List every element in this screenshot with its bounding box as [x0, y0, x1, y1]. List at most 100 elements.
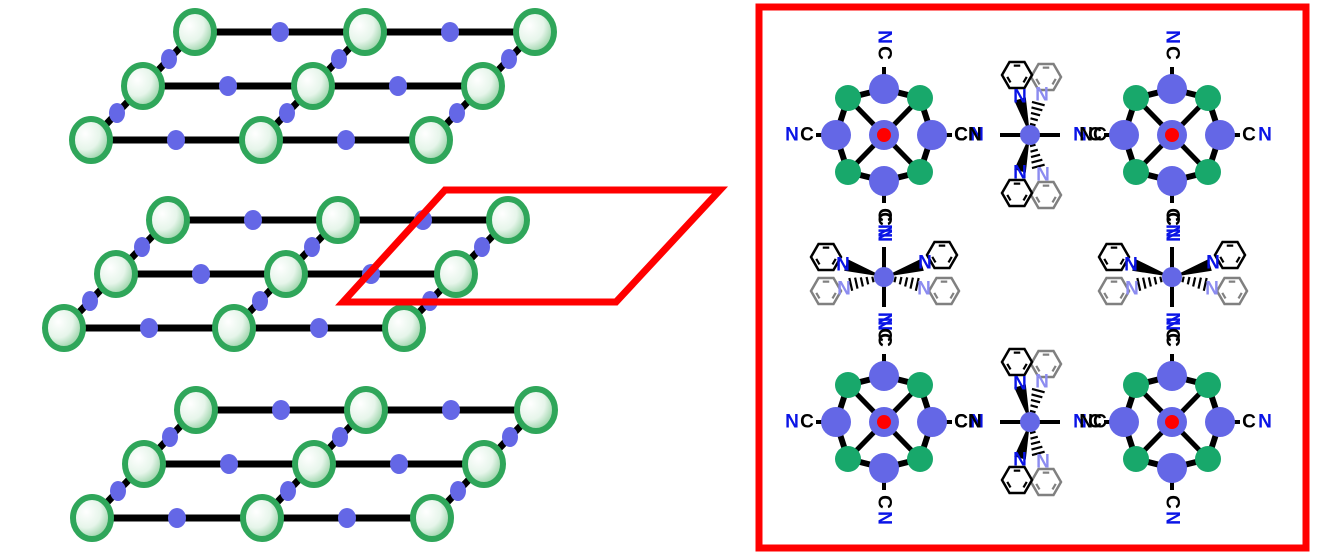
panel-frame	[755, 3, 1310, 552]
layered-network	[42, 8, 729, 542]
linker-node	[449, 103, 465, 123]
linker-node	[161, 49, 177, 69]
cyanide-n-label: N	[874, 511, 895, 525]
cluster-axial-atom	[1205, 120, 1235, 150]
pyridine-double-bond	[1035, 483, 1041, 491]
cyanide-n-label: N	[1073, 125, 1087, 146]
metal-node	[462, 440, 506, 488]
hashed-wedge-bond	[1031, 158, 1043, 164]
metal-node	[343, 8, 387, 56]
pyridine-double-bond	[1006, 363, 1012, 371]
pyridine-double-bond	[1235, 256, 1241, 264]
metal-node	[240, 494, 284, 542]
linker-node	[110, 481, 126, 501]
metal-node	[513, 8, 557, 56]
metal-node	[42, 304, 86, 352]
pyridine-ring	[1000, 60, 1034, 90]
cluster-axial-atom	[1205, 407, 1235, 437]
metal-node	[212, 304, 256, 352]
hashed-wedge-bond	[893, 276, 897, 283]
cluster-corner-atom	[835, 446, 861, 472]
linker-node	[280, 481, 296, 501]
hashed-wedge-bond	[1202, 277, 1208, 292]
hashed-wedge-bond	[1029, 143, 1036, 148]
cyanide-n-label: N	[785, 412, 799, 433]
pyridine-n-label: N	[1125, 279, 1139, 300]
cluster-axial-atom	[1157, 453, 1187, 483]
pyridine-double-bond	[1221, 292, 1227, 300]
pyridine-n-label: N	[1205, 279, 1219, 300]
cyanide-c-label: C	[874, 46, 895, 60]
pyridine-n-label: N	[1035, 372, 1049, 393]
cyanide-c-label: C	[800, 412, 814, 433]
hashed-wedge-bond	[1029, 430, 1036, 435]
cyanide-n-label: N	[1162, 30, 1183, 44]
pyridine-double-bond	[815, 258, 821, 266]
cyanide-c-label: C	[1162, 333, 1183, 347]
cyanide-c-label: C	[874, 208, 895, 222]
hashed-wedge-bond	[1030, 404, 1039, 409]
pyridine-n-label: N	[836, 255, 850, 276]
cyanide-c-label: C	[1162, 212, 1183, 226]
solid-wedge-bond	[884, 259, 924, 277]
metal-node	[292, 440, 336, 488]
linker-node	[82, 291, 98, 311]
linker-node	[168, 508, 186, 528]
pyridine-n-label: N	[1013, 163, 1027, 184]
network-layer	[42, 196, 530, 352]
pyridine-ring	[1000, 465, 1034, 495]
cyanide-c-label: C	[1162, 328, 1183, 342]
cyanide-label: CN	[954, 412, 981, 433]
cyanide-c-label: C	[954, 125, 968, 146]
solid-wedge-bond	[1014, 422, 1030, 460]
metal-node	[70, 494, 114, 542]
linker-node	[389, 76, 407, 96]
pyridine-double-bond	[1006, 481, 1012, 489]
linker-node	[279, 103, 295, 123]
pyridine-n-label: N	[1013, 87, 1027, 108]
linker-node	[252, 291, 268, 311]
linker-node	[338, 508, 356, 528]
cyanide-n-label: N	[1162, 312, 1183, 326]
cyanide-c-label: C	[954, 412, 968, 433]
pyridine-double-bond	[1237, 292, 1243, 300]
cluster-axial-atom	[821, 120, 851, 150]
cluster-corner-atom	[1123, 446, 1149, 472]
metal-node	[514, 386, 558, 434]
pyridine-double-bond	[933, 292, 939, 300]
pyridine-double-bond	[1051, 78, 1057, 86]
cyanide-n-label: N	[1073, 412, 1087, 433]
hashed-wedge-bond	[914, 277, 920, 292]
metal-node	[410, 494, 454, 542]
cyanide-n-label: N	[785, 125, 799, 146]
linker-node	[272, 400, 290, 420]
hashed-wedge-bond	[848, 277, 854, 292]
linker-node	[192, 264, 210, 284]
hashed-wedge-bond	[1030, 440, 1041, 446]
cyanide-n-label: N	[874, 30, 895, 44]
cyanide-n-label: N	[1162, 224, 1183, 238]
pyridine-double-bond	[1051, 365, 1057, 373]
solid-wedge-bond	[1014, 135, 1030, 173]
linker-node	[219, 76, 237, 96]
pyridine-ring	[809, 242, 843, 272]
cluster-axial-atom	[869, 166, 899, 196]
metal-node	[486, 196, 530, 244]
solid-wedge-bond	[1172, 259, 1212, 277]
cluster-axial-atom	[1109, 120, 1139, 150]
pyridine-n-label: N	[1036, 165, 1050, 186]
cyanide-n-label: N	[874, 317, 895, 331]
cluster-corner-atom	[1123, 372, 1149, 398]
cluster-center-dot	[1165, 128, 1179, 142]
linker-node	[310, 318, 328, 338]
cyanide-c-label: C	[1162, 495, 1183, 509]
pyridine-double-bond	[831, 258, 837, 266]
hashed-wedge-bond	[1030, 435, 1039, 440]
metal-node	[409, 116, 453, 164]
cyanide-n-label: N	[1258, 412, 1272, 433]
hashed-wedge-bond	[898, 276, 903, 285]
hashed-wedge-bond	[1030, 148, 1039, 153]
hashed-wedge-bond	[1181, 276, 1185, 283]
